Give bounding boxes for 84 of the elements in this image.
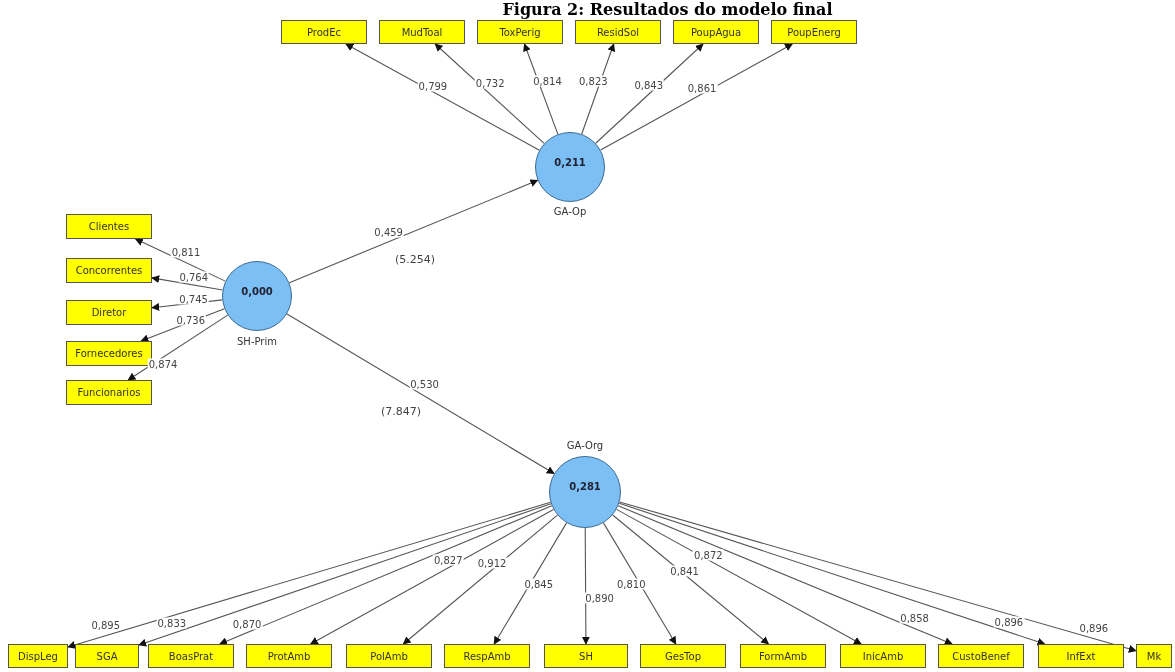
edge-label: 0,870: [231, 618, 263, 630]
circle-value: 0,000: [241, 286, 273, 299]
arrow: [581, 43, 616, 135]
edge-label: 0,895: [90, 619, 122, 631]
edge-label: 0,872: [693, 549, 724, 561]
variable-name: SH-Prim: [237, 336, 277, 347]
edge-label: 0,823: [578, 75, 609, 86]
indicator-box: BoasPrat: [148, 644, 234, 668]
arrow: [288, 179, 539, 284]
arrow: [345, 43, 540, 151]
indicator-box: Mk: [1136, 644, 1172, 668]
edge-label: 0,858: [899, 612, 930, 624]
variable-name: GA-Org: [566, 440, 604, 451]
arrow: [219, 505, 553, 645]
arrow: [523, 43, 559, 135]
edge-label: 0,896: [993, 616, 1025, 628]
edge-label: 0,845: [523, 578, 555, 589]
arrow: [616, 508, 862, 645]
edge-label: 0,912: [476, 557, 508, 569]
arrow: [617, 505, 953, 645]
indicator-box: CustoBenef: [938, 644, 1024, 668]
arrow: [602, 522, 677, 645]
indicator-box: FormAmb: [740, 644, 826, 668]
arrow: [434, 43, 545, 144]
latent-variable-circle: [549, 456, 621, 528]
edge-label: 0,736: [175, 314, 207, 326]
circle-value: 0,211: [554, 157, 586, 170]
arrow: [619, 501, 1137, 653]
indicator-box: DispLeg: [8, 644, 68, 668]
indicator-box: RespAmb: [444, 644, 530, 668]
arrow: [134, 238, 226, 282]
indicator-box: Clientes: [66, 214, 152, 239]
diagram-title: Figura 2: Resultados do modelo final: [502, 0, 833, 19]
edge-label: 0,841: [669, 565, 700, 577]
indicator-box: PoupEnerg: [771, 20, 857, 44]
indicator-box: ToxPerig: [477, 20, 563, 44]
indicator-box: GesTop: [640, 644, 726, 668]
edge-label: 0,833: [156, 617, 188, 629]
edge-label: 0,811: [170, 246, 202, 258]
indicator-box: ProtAmb: [246, 644, 332, 668]
indicator-box: MudToal: [379, 20, 465, 44]
arrow: [493, 522, 568, 645]
arrow: [127, 314, 229, 381]
arrow: [595, 43, 704, 144]
arrow: [286, 313, 555, 475]
arrow: [402, 514, 558, 645]
path-t-value: (7.847): [381, 405, 422, 418]
edge-label: 0,827: [432, 554, 464, 566]
path-t-value: (5.254): [395, 253, 436, 266]
arrow: [618, 502, 1046, 646]
indicator-box: Diretor: [66, 300, 152, 325]
indicator-box: SGA: [75, 644, 139, 668]
circle-value: 0,281: [569, 481, 601, 494]
variable-name: GA-Op: [553, 206, 587, 217]
edge-label: 0,843: [633, 79, 665, 91]
latent-variable-circle: [535, 132, 605, 202]
indicator-box: InfExt: [1038, 644, 1124, 668]
indicator-box: ProdEc: [281, 20, 367, 44]
edge-label: 0,810: [615, 578, 647, 589]
edge-label: 0,896: [1078, 622, 1110, 634]
arrow: [138, 503, 552, 647]
edge-label: 0,861: [686, 82, 718, 94]
edge-label: 0,890: [584, 592, 615, 604]
edge-label: 0,732: [474, 77, 506, 89]
indicator-box: ResidSol: [575, 20, 661, 44]
indicator-box: SH: [544, 644, 628, 668]
edge-label: 0,874: [147, 358, 179, 370]
arrow: [612, 514, 770, 645]
edge-label: 0,745: [178, 293, 209, 305]
edge-label: 0,530: [409, 378, 440, 390]
edge-label: 0,814: [532, 75, 563, 87]
indicator-box: PoupAgua: [673, 20, 759, 44]
arrow: [309, 508, 555, 645]
indicator-box: Funcionarios: [66, 380, 152, 405]
arrow: [67, 501, 552, 649]
edge-label: 0,799: [417, 80, 449, 92]
arrow: [600, 43, 793, 151]
edge-label: 0,459: [373, 226, 404, 238]
indicator-box: InicAmb: [840, 644, 926, 668]
arrow: [581, 527, 590, 645]
indicator-box: Concorrentes: [66, 258, 152, 283]
edge-label: 0,764: [178, 271, 210, 283]
arrow: [151, 275, 224, 291]
indicator-box: PolAmb: [346, 644, 432, 668]
